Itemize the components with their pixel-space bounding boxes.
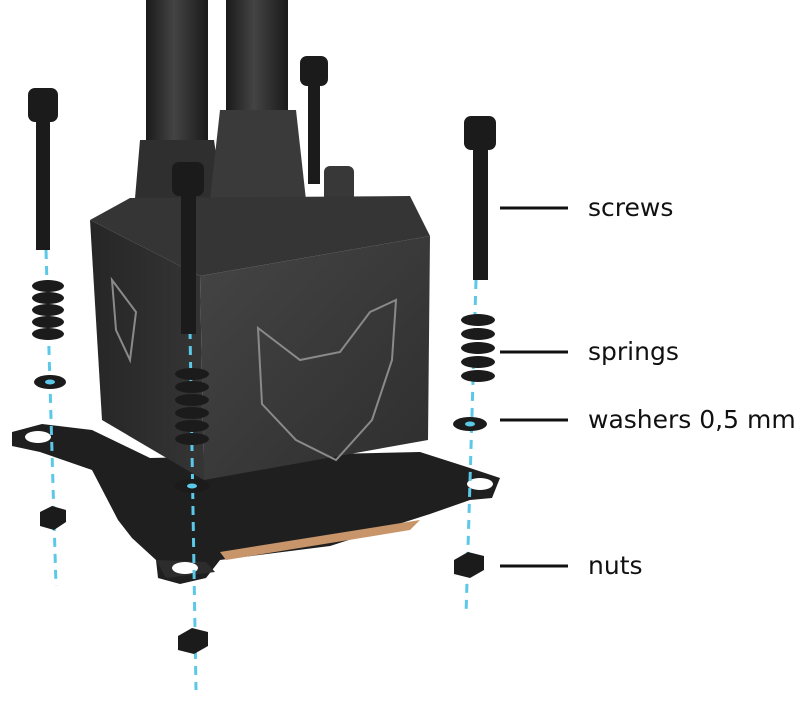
copper-base-plate bbox=[220, 520, 420, 560]
label-washers: washers 0,5 mm bbox=[588, 405, 796, 434]
spring-right bbox=[461, 314, 495, 382]
screw-left bbox=[28, 88, 58, 250]
bracket-hole-front bbox=[172, 562, 198, 574]
nut-front bbox=[178, 628, 208, 654]
spring-front bbox=[175, 368, 209, 445]
nut-right bbox=[454, 552, 484, 578]
washer-front bbox=[175, 479, 209, 493]
label-screws: screws bbox=[588, 193, 674, 222]
tube-right bbox=[226, 0, 288, 120]
washer-left bbox=[34, 375, 66, 389]
label-nuts: nuts bbox=[588, 551, 643, 580]
bracket-hole-left bbox=[25, 431, 51, 443]
block-top bbox=[90, 196, 430, 276]
block-side bbox=[90, 220, 204, 480]
mounting-bracket bbox=[12, 424, 500, 584]
pump-block bbox=[90, 196, 430, 480]
nut-left bbox=[40, 506, 66, 530]
coolant-tubes bbox=[134, 0, 362, 220]
tube-left bbox=[146, 0, 208, 160]
spring-left bbox=[32, 280, 64, 340]
screw-right bbox=[464, 116, 496, 280]
bear-logo-outline bbox=[256, 298, 398, 462]
tube-fitting-right bbox=[210, 110, 306, 200]
callout-leaders bbox=[500, 206, 568, 568]
screw-front bbox=[172, 162, 204, 334]
bracket-hole-right bbox=[467, 478, 493, 490]
guide-front bbox=[188, 329, 198, 691]
washer-right bbox=[453, 417, 487, 431]
label-springs: springs bbox=[588, 337, 679, 366]
screw-back bbox=[300, 56, 328, 184]
